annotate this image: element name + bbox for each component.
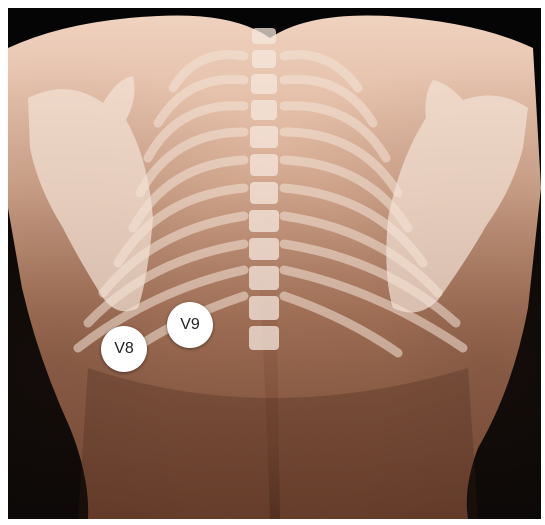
back-anatomy-image: V8 V9 <box>8 8 541 519</box>
back-illustration <box>8 8 541 519</box>
electrode-v9-marker: V9 <box>167 302 213 348</box>
electrode-v8-marker: V8 <box>101 326 147 372</box>
electrode-v8-label: V8 <box>114 340 134 358</box>
spine <box>249 28 279 350</box>
electrode-v9-label: V9 <box>180 316 200 334</box>
